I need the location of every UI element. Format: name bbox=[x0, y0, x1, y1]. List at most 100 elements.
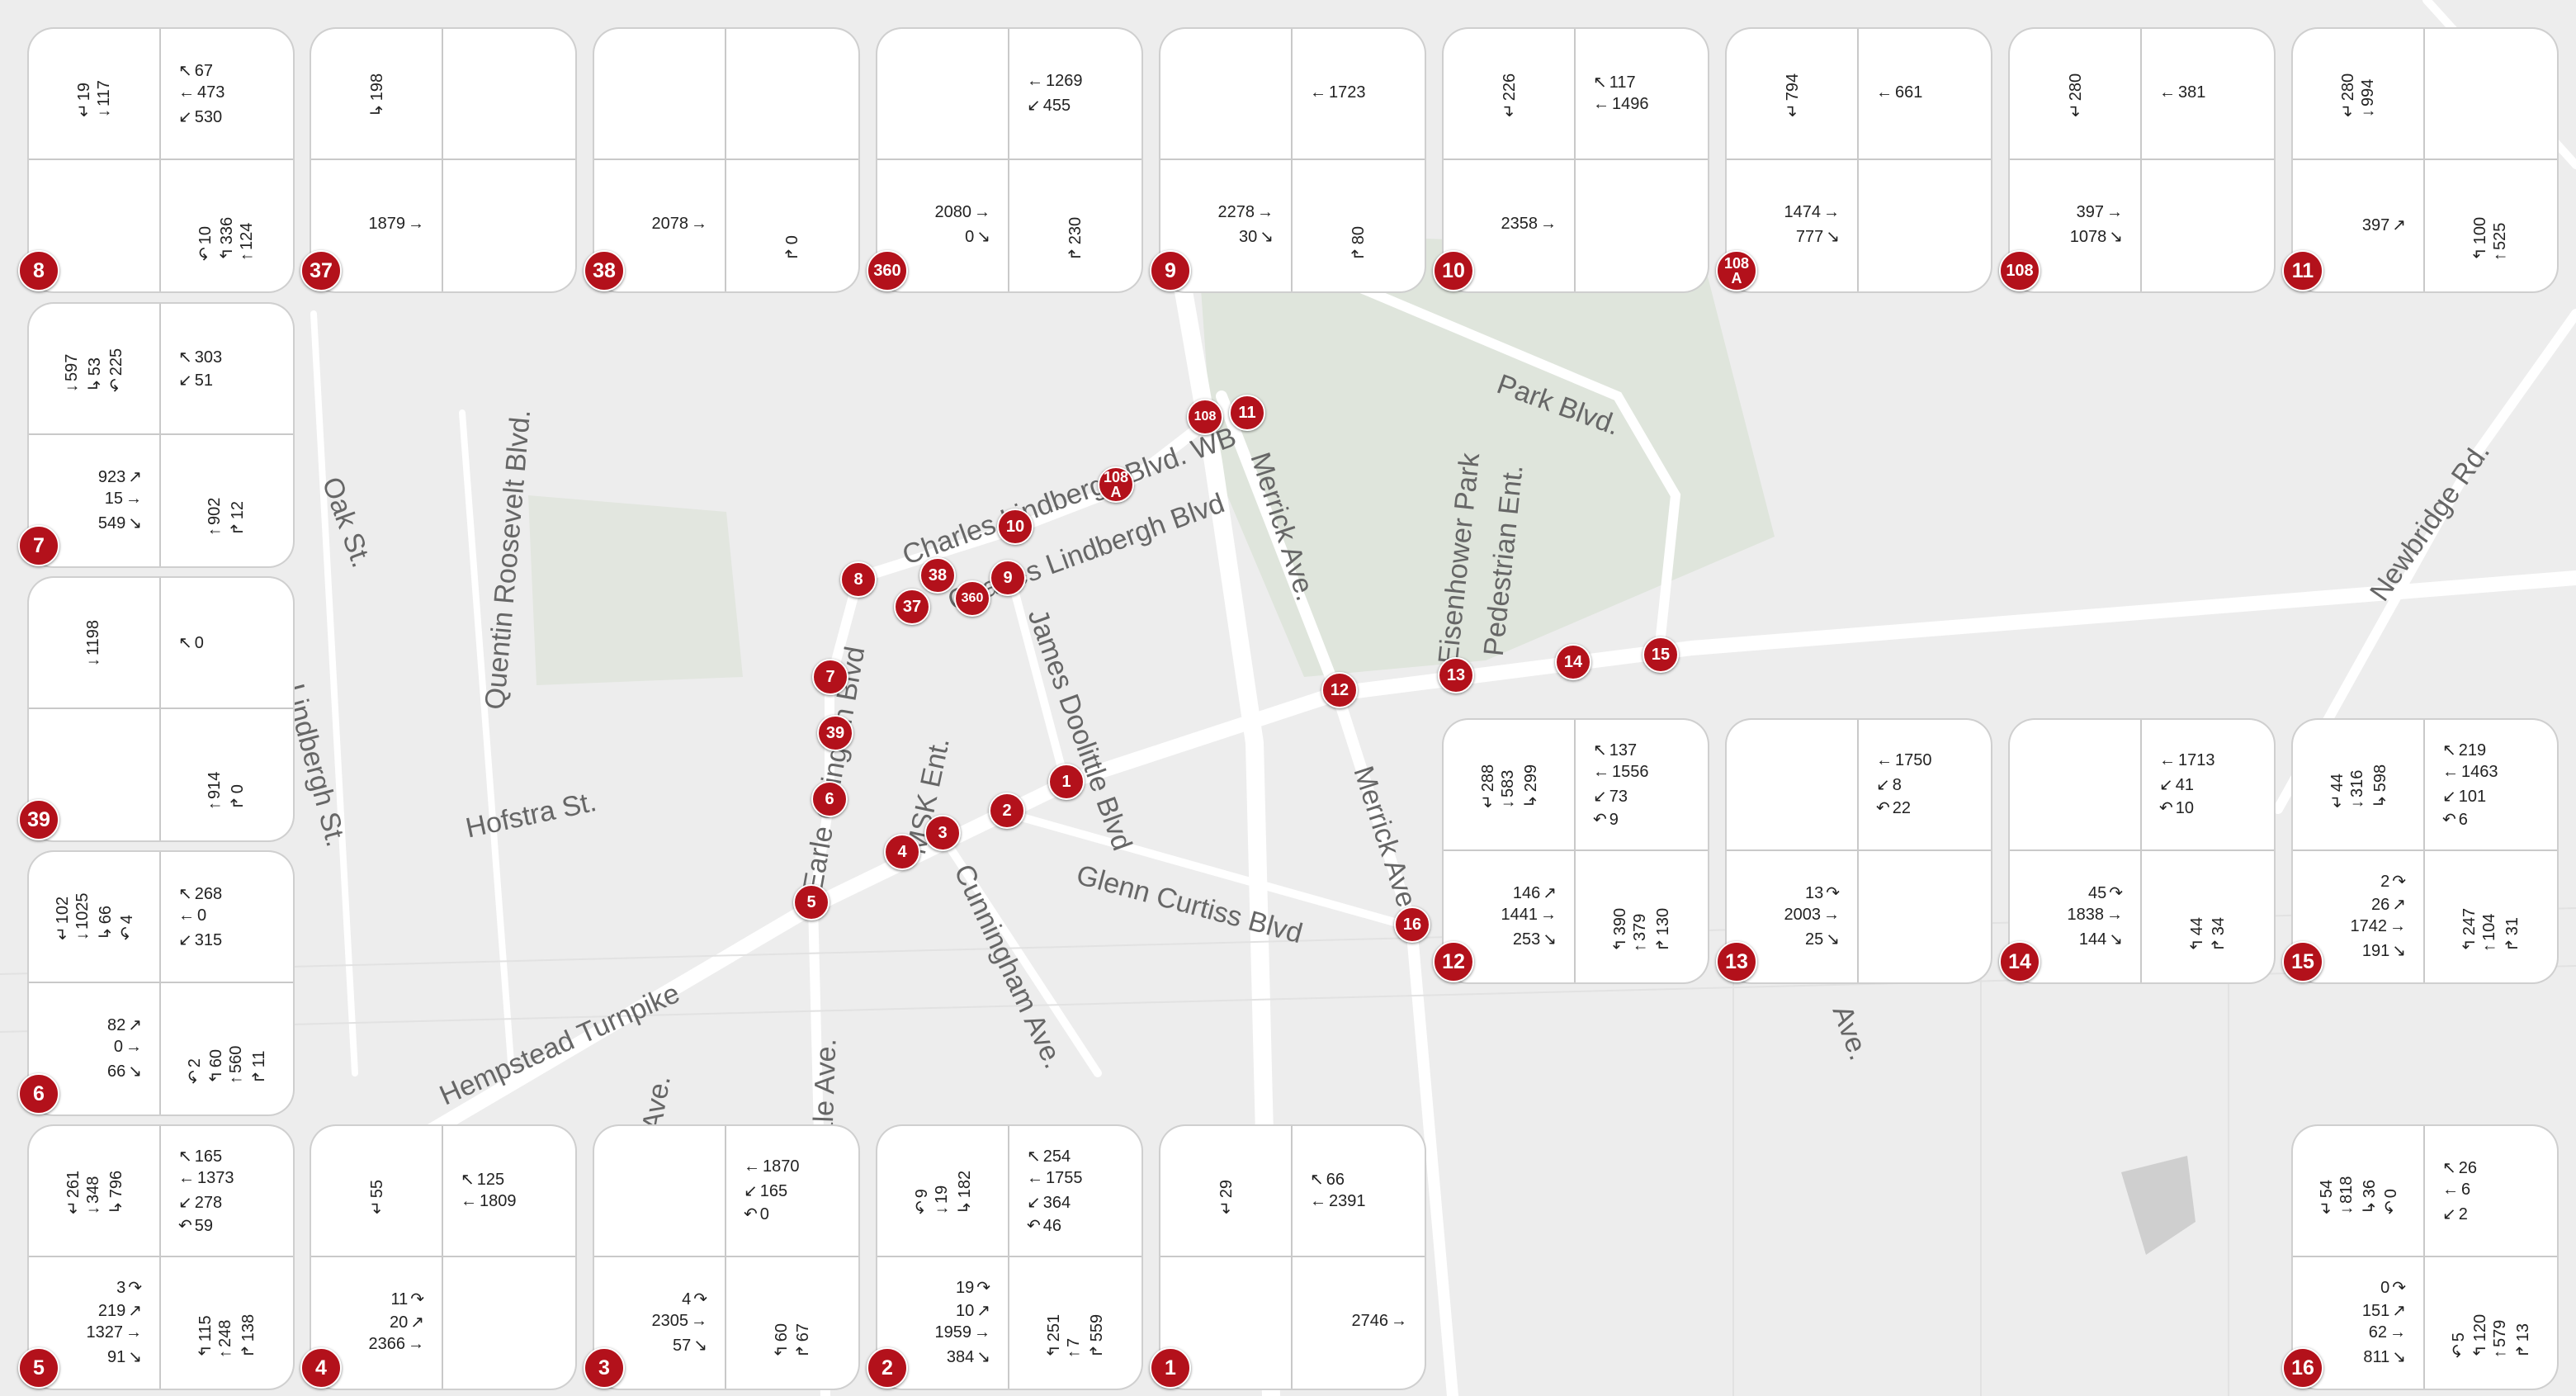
movement-volume: ↙8 bbox=[1876, 776, 1902, 794]
intersection-badge[interactable]: 1 bbox=[1150, 1347, 1191, 1389]
intersection-badge[interactable]: 9 bbox=[990, 560, 1026, 596]
movement-volume: ↶225 bbox=[107, 348, 125, 392]
intersection-badge[interactable]: 14 bbox=[1555, 644, 1591, 680]
intersection-badge[interactable]: 38 bbox=[919, 557, 956, 594]
southbound-quadrant: ↵55 bbox=[311, 1126, 443, 1257]
intersection-badge[interactable]: 5 bbox=[18, 1347, 59, 1389]
movement-volume: 2↷ bbox=[2380, 873, 2406, 891]
park-area-west bbox=[528, 495, 743, 685]
intersection-badge[interactable]: 3 bbox=[924, 815, 961, 851]
intersection-badge[interactable]: 108 bbox=[1999, 250, 2040, 291]
intersection-badge[interactable]: 12 bbox=[1321, 672, 1358, 708]
movement-volume: 253↘ bbox=[1512, 930, 1557, 949]
movement-volume: ↵794 bbox=[1784, 73, 1802, 117]
intersection-badge[interactable]: 38 bbox=[584, 250, 625, 291]
intersection-badge[interactable]: 360 bbox=[867, 250, 908, 291]
movement-volume: ↱130 bbox=[1654, 907, 1672, 952]
westbound-quadrant: ↖67←473↙530 bbox=[161, 29, 293, 160]
movement-volume: ←1755 bbox=[1027, 1169, 1083, 1187]
movement-volume: ↑248 bbox=[216, 1319, 234, 1358]
intersection-badge[interactable]: 7 bbox=[18, 525, 59, 566]
intersection-badge[interactable]: 2 bbox=[867, 1347, 908, 1389]
westbound-quadrant: ↖219←1463↙101↶6 bbox=[2425, 720, 2557, 851]
intersection-badge[interactable]: 4 bbox=[300, 1347, 342, 1389]
northbound-quadrant bbox=[1859, 851, 1991, 982]
intersection-badge[interactable]: 39 bbox=[817, 715, 853, 751]
northbound-quadrant: ↶2↰60↑560↱11 bbox=[161, 983, 293, 1114]
intersection-badge[interactable]: 11 bbox=[1229, 395, 1265, 431]
intersection-badge[interactable]: 360 bbox=[954, 580, 990, 617]
movement-volume: 923↗ bbox=[97, 468, 142, 486]
movement-volume: ←381 bbox=[2159, 83, 2206, 102]
intersection-badge[interactable]: 14 bbox=[1999, 941, 2040, 982]
intersection-badge[interactable]: 13 bbox=[1438, 657, 1474, 693]
intersection-badge[interactable]: 39 bbox=[18, 799, 59, 840]
westbound-quadrant: ↖117←1496 bbox=[1576, 29, 1708, 160]
glenn-curtiss-road bbox=[1003, 809, 1407, 929]
intersection-badge[interactable]: 37 bbox=[300, 250, 342, 291]
movement-volume: 144↘ bbox=[2078, 930, 2123, 949]
movement-volume: ↱0 bbox=[229, 784, 247, 810]
intersection-badge[interactable]: 16 bbox=[1394, 906, 1430, 943]
intersection-badge[interactable]: 108 bbox=[1187, 399, 1223, 435]
movement-volume: 1474→ bbox=[1784, 203, 1841, 221]
intersection-badge[interactable]: 15 bbox=[2282, 941, 2323, 982]
movement-volume: ↶6 bbox=[2442, 811, 2468, 829]
northbound-quadrant bbox=[443, 1257, 575, 1389]
intersection-badge[interactable]: 9 bbox=[1150, 250, 1191, 291]
movement-volume: ↖254 bbox=[1027, 1148, 1071, 1166]
intersection-badge[interactable]: 4 bbox=[884, 834, 920, 870]
movement-volume: ←1463 bbox=[2442, 763, 2498, 781]
movement-volume: ↑104 bbox=[2480, 913, 2498, 952]
southbound-quadrant bbox=[594, 29, 726, 160]
movement-volume: ←1723 bbox=[1310, 83, 1366, 102]
intersection-badge[interactable]: 11 bbox=[2282, 250, 2323, 291]
movement-volume: ↱67 bbox=[794, 1323, 812, 1358]
intersection-badge[interactable]: 3 bbox=[584, 1347, 625, 1389]
intersection-badge[interactable]: 5 bbox=[793, 884, 830, 920]
movement-volume: ↙101 bbox=[2442, 788, 2487, 806]
westbound-quadrant: ↖26←6↙2 bbox=[2425, 1126, 2557, 1257]
intersection-badge[interactable]: 10 bbox=[1433, 250, 1474, 291]
intersection-badge[interactable]: 10 bbox=[997, 509, 1033, 545]
movement-volume: ↵288 bbox=[1479, 764, 1497, 808]
movement-volume: ←1870 bbox=[744, 1157, 800, 1176]
movement-volume: ↑902 bbox=[206, 497, 224, 536]
intersection-badge[interactable]: 2 bbox=[989, 793, 1025, 829]
movement-volume: ↶46 bbox=[1027, 1217, 1062, 1235]
movement-volume: ↖117 bbox=[1593, 73, 1636, 92]
movement-volume: 151↗ bbox=[2361, 1302, 2406, 1320]
intersection-badge[interactable]: 1 bbox=[1048, 764, 1085, 800]
movement-volume: ↱138 bbox=[239, 1313, 258, 1358]
movement-volume: 1838→ bbox=[2067, 906, 2124, 924]
intersection-badge[interactable]: 15 bbox=[1642, 636, 1679, 673]
westbound-quadrant bbox=[726, 29, 858, 160]
intersection-badge[interactable]: 8 bbox=[840, 561, 877, 598]
intersection-badge[interactable]: 6 bbox=[18, 1073, 59, 1114]
northbound-quadrant: ↰390↑379↱130 bbox=[1576, 851, 1708, 982]
movement-volume: ↵280 bbox=[2339, 73, 2357, 117]
intersection-badge[interactable]: 37 bbox=[894, 589, 930, 625]
intersection-badge[interactable]: 6 bbox=[811, 781, 848, 817]
movement-volume: 91↘ bbox=[106, 1348, 142, 1366]
westbound-quadrant bbox=[2425, 29, 2557, 160]
intersection-badge[interactable]: 7 bbox=[812, 659, 848, 695]
movement-volume: ↙278 bbox=[178, 1194, 223, 1212]
intersection-badge[interactable]: 16 bbox=[2282, 1347, 2323, 1389]
westbound-quadrant: ↖0 bbox=[161, 578, 293, 709]
westbound-quadrant: ←1269↙455 bbox=[1009, 29, 1141, 160]
intersection-badge[interactable]: 8 bbox=[18, 250, 59, 291]
intersection-badge[interactable]: 13 bbox=[1716, 941, 1757, 982]
intersection-badge[interactable]: 12 bbox=[1433, 941, 1474, 982]
movement-volume: ↓117 bbox=[95, 80, 113, 117]
movement-volume: ↓1198 bbox=[84, 619, 102, 666]
